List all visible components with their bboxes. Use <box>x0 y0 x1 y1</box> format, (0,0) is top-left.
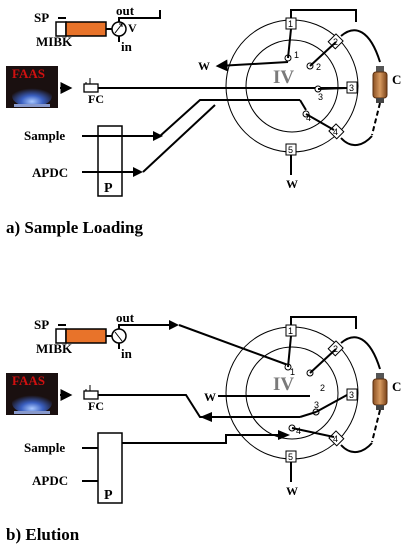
outer-port-3: 3 <box>349 83 354 93</box>
apdc-label: APDC <box>32 473 68 488</box>
column <box>372 65 388 104</box>
waste-label-left: W <box>204 390 216 404</box>
in-label: in <box>121 39 133 54</box>
out-label: out <box>116 3 135 18</box>
apdc-label: APDC <box>32 165 68 180</box>
fc-label: FC <box>88 92 104 106</box>
panel-sample-loading: SP MIBK V out in FAAS FC P Sample APDC <box>6 3 401 197</box>
valve-inner-ring <box>245 346 339 440</box>
inner-port-2: 2 <box>320 383 325 393</box>
mibk-label: MIBK <box>36 341 73 356</box>
sample-label: Sample <box>24 440 65 455</box>
inner-port-3: 3 <box>314 400 319 410</box>
inner-port-1: 1 <box>290 367 295 377</box>
outer-port-5: 5 <box>288 452 293 462</box>
fc-label: FC <box>88 399 104 413</box>
valve-v <box>111 328 127 344</box>
peristaltic-pump <box>97 432 123 504</box>
waste-label-left: W <box>198 59 210 73</box>
inner-port-1: 1 <box>294 50 299 60</box>
outer-port-1: 1 <box>288 326 293 336</box>
iv-label: IV <box>273 67 294 88</box>
faas-label: FAAS <box>12 373 45 388</box>
column <box>372 372 388 411</box>
outer-port-3: 3 <box>349 390 354 400</box>
sample-label: Sample <box>24 128 65 143</box>
inner-port-4: 4 <box>306 113 311 123</box>
faas-label: FAAS <box>12 66 45 81</box>
out-label: out <box>116 310 135 325</box>
iv-label: IV <box>273 374 294 395</box>
pump-label: P <box>104 181 113 196</box>
caption-b: b) Elution <box>6 525 80 544</box>
in-label: in <box>121 346 133 361</box>
pump-label: P <box>104 488 113 503</box>
column-label: C <box>392 379 401 394</box>
inner-port-4: 4 <box>296 426 301 436</box>
column-label: C <box>392 72 401 87</box>
waste-label-bottom: W <box>286 484 298 498</box>
valve-inner-ring <box>245 39 339 133</box>
caption-a: a) Sample Loading <box>6 218 143 237</box>
peristaltic-pump <box>97 125 123 197</box>
outer-port-4: 4 <box>333 127 338 137</box>
waste-label-bottom: W <box>286 177 298 191</box>
outer-port-1: 1 <box>288 19 293 29</box>
inner-port-2: 2 <box>316 62 321 72</box>
sp-label: SP <box>34 10 49 25</box>
mibk-label: MIBK <box>36 34 73 49</box>
panel-elution: SP MIBK out in FAAS FC P Sample APDC IV … <box>6 310 401 504</box>
inner-port-3: 3 <box>318 92 323 102</box>
outer-port-5: 5 <box>288 145 293 155</box>
sp-label: SP <box>34 317 49 332</box>
outer-port-4: 4 <box>333 434 338 444</box>
valve-label: V <box>128 21 137 35</box>
